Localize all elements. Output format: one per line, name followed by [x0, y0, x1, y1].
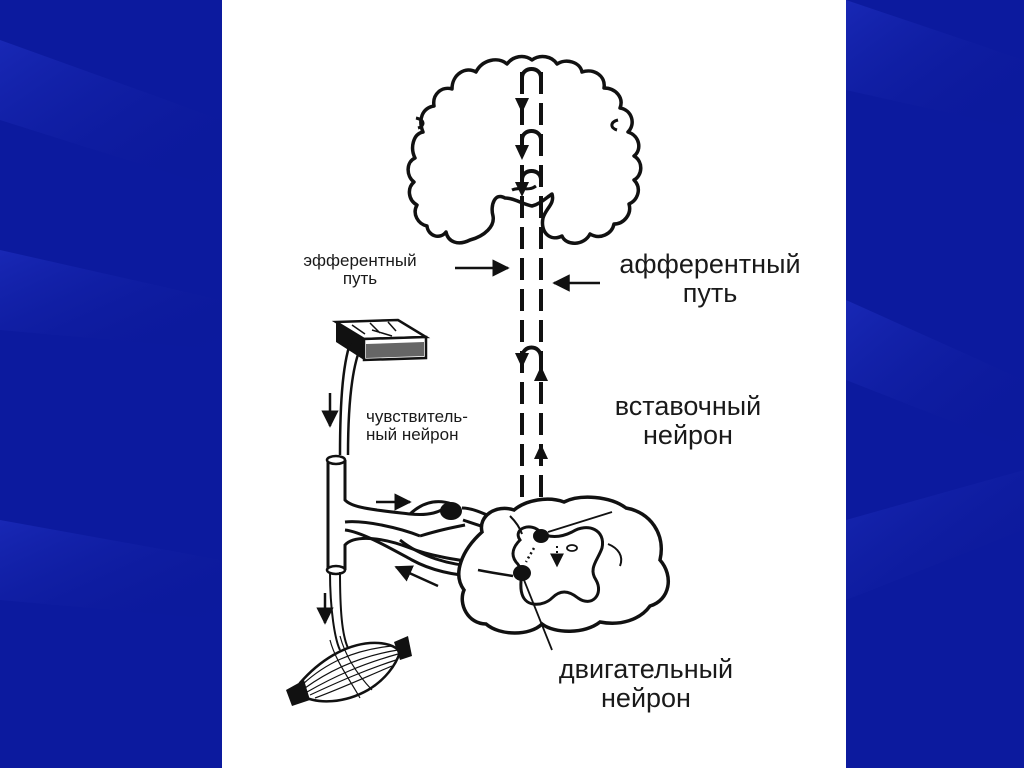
motor-neuron-label: двигательный нейрон — [540, 654, 752, 714]
interneuron-label-line1: вставочный — [614, 391, 762, 421]
sensory-ganglion — [440, 502, 462, 520]
efferent-label-line2: путь — [342, 269, 378, 289]
afferent-path-label: афферентный путь — [600, 249, 820, 309]
efferent-path-label: эфферентный путь — [278, 251, 442, 289]
motor-label-line1: двигательный — [558, 654, 734, 684]
sensory-label-line2: ный нейрон — [366, 425, 459, 445]
afferent-label-line1: афферентный — [619, 249, 801, 279]
afferent-label-line2: путь — [682, 278, 738, 309]
interneuron-body — [533, 529, 549, 543]
brain-outline — [406, 54, 643, 245]
motor-label-line2: нейрон — [601, 683, 691, 714]
sensory-label-line1: чувствитель- — [366, 407, 468, 426]
motor-neuron-body — [513, 565, 531, 581]
interneuron-label: вставочный нейрон — [596, 391, 780, 451]
slide-panel — [222, 0, 846, 768]
skin-patch-icon — [331, 318, 431, 362]
interneuron-label-line2: нейрон — [643, 420, 733, 451]
efferent-label-line1: эфферентный — [303, 251, 417, 270]
muscle-icon — [286, 571, 412, 706]
grey-matter — [511, 525, 605, 606]
sensory-neuron-label: чувствитель- ный нейрон — [366, 407, 468, 445]
